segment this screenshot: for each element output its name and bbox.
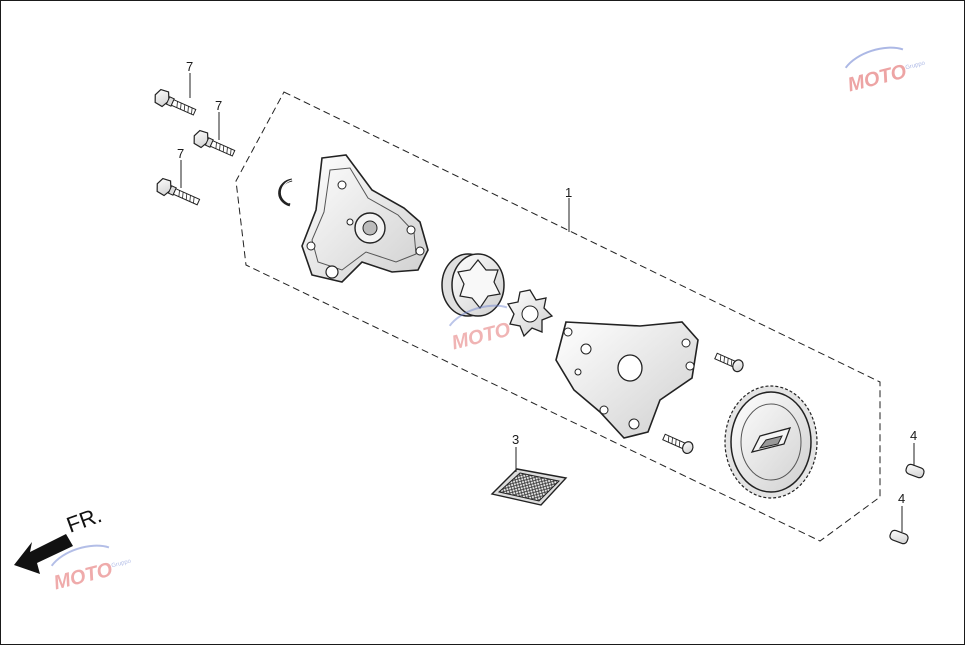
bolt-7-top <box>154 88 197 116</box>
callout-4-lower: 4 <box>898 491 905 532</box>
callout-7-top: 7 <box>186 59 193 98</box>
bolt-7-middle <box>193 129 236 157</box>
cover-screw-upper <box>714 352 744 373</box>
inner-rotor <box>506 289 554 338</box>
svg-text:7: 7 <box>215 98 222 113</box>
callout-7-bottom: 7 <box>177 146 184 188</box>
callout-1: 1 <box>565 185 572 232</box>
callout-3: 3 <box>512 432 519 472</box>
bolt-7-bottom <box>156 177 201 206</box>
front-direction-label: FR. <box>63 502 105 538</box>
oil-pump-body <box>301 154 429 283</box>
svg-text:4: 4 <box>898 491 905 506</box>
svg-text:MOTO: MOTO <box>845 61 909 97</box>
cover-screw-lower <box>662 433 694 455</box>
pump-cover-plate <box>555 321 699 439</box>
svg-text:MOTO: MOTO <box>51 559 115 595</box>
svg-text:Gruppo: Gruppo <box>905 60 927 71</box>
svg-text:7: 7 <box>186 59 193 74</box>
svg-text:1: 1 <box>565 185 572 200</box>
oil-strainer <box>490 468 568 506</box>
callout-7-middle: 7 <box>215 98 222 140</box>
svg-text:4: 4 <box>910 428 917 443</box>
svg-text:Gruppo: Gruppo <box>111 558 133 569</box>
assembly-boundary <box>235 91 881 542</box>
driven-gear <box>724 385 818 499</box>
svg-text:7: 7 <box>177 146 184 161</box>
svg-text:3: 3 <box>512 432 519 447</box>
callout-4-upper: 4 <box>910 428 917 466</box>
dowel-pin-lower <box>889 529 909 545</box>
watermark-logo-top-right: MOTO Gruppo <box>844 46 927 97</box>
svg-text:MOTO: MOTO <box>449 319 513 355</box>
front-direction-arrow <box>14 534 73 574</box>
dowel-pin-upper <box>905 463 925 479</box>
outer-rotor <box>441 253 505 317</box>
